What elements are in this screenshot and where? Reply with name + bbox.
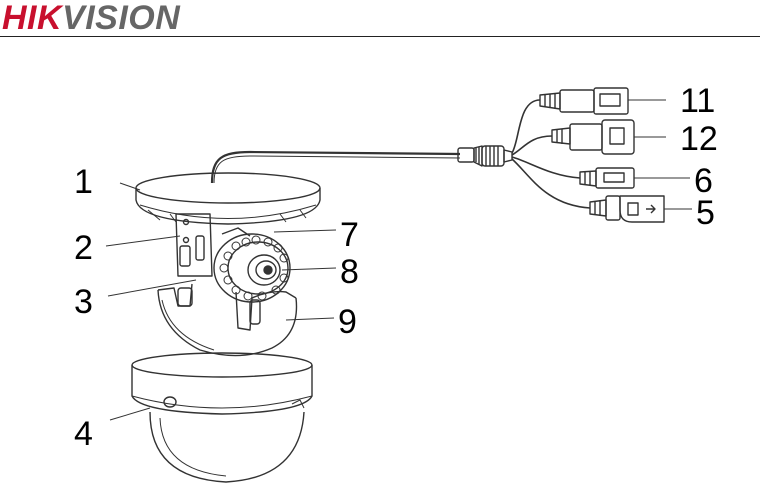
header-rule — [0, 36, 760, 37]
callout-4: 4 — [74, 415, 93, 453]
callout-11: 11 — [680, 82, 715, 120]
callout-2: 2 — [74, 229, 93, 267]
ir-lens-assembly — [213, 227, 337, 303]
connector-11 — [539, 87, 666, 115]
callout-5: 5 — [696, 194, 715, 232]
callout-1: 1 — [74, 163, 93, 201]
main-cable — [210, 150, 461, 184]
logo-part-vision: VISION — [62, 0, 181, 37]
cable-sleeve — [457, 145, 513, 167]
callout-9: 9 — [338, 303, 357, 341]
mounting-base — [119, 172, 321, 225]
callout-12: 12 — [680, 120, 718, 158]
connector-12 — [551, 119, 666, 155]
hikvision-logo: HIKVISION — [2, 0, 180, 36]
inner-liner — [107, 279, 335, 357]
callout-8: 8 — [340, 253, 359, 291]
connector-6 — [579, 167, 690, 189]
logo-part-hik: HIK — [2, 0, 63, 37]
callout-6: 6 — [694, 162, 713, 200]
connector-5 — [589, 195, 692, 223]
callout-7: 7 — [340, 216, 359, 254]
dome-cover — [109, 352, 313, 483]
bracket — [105, 213, 213, 277]
callout-3: 3 — [74, 283, 93, 321]
